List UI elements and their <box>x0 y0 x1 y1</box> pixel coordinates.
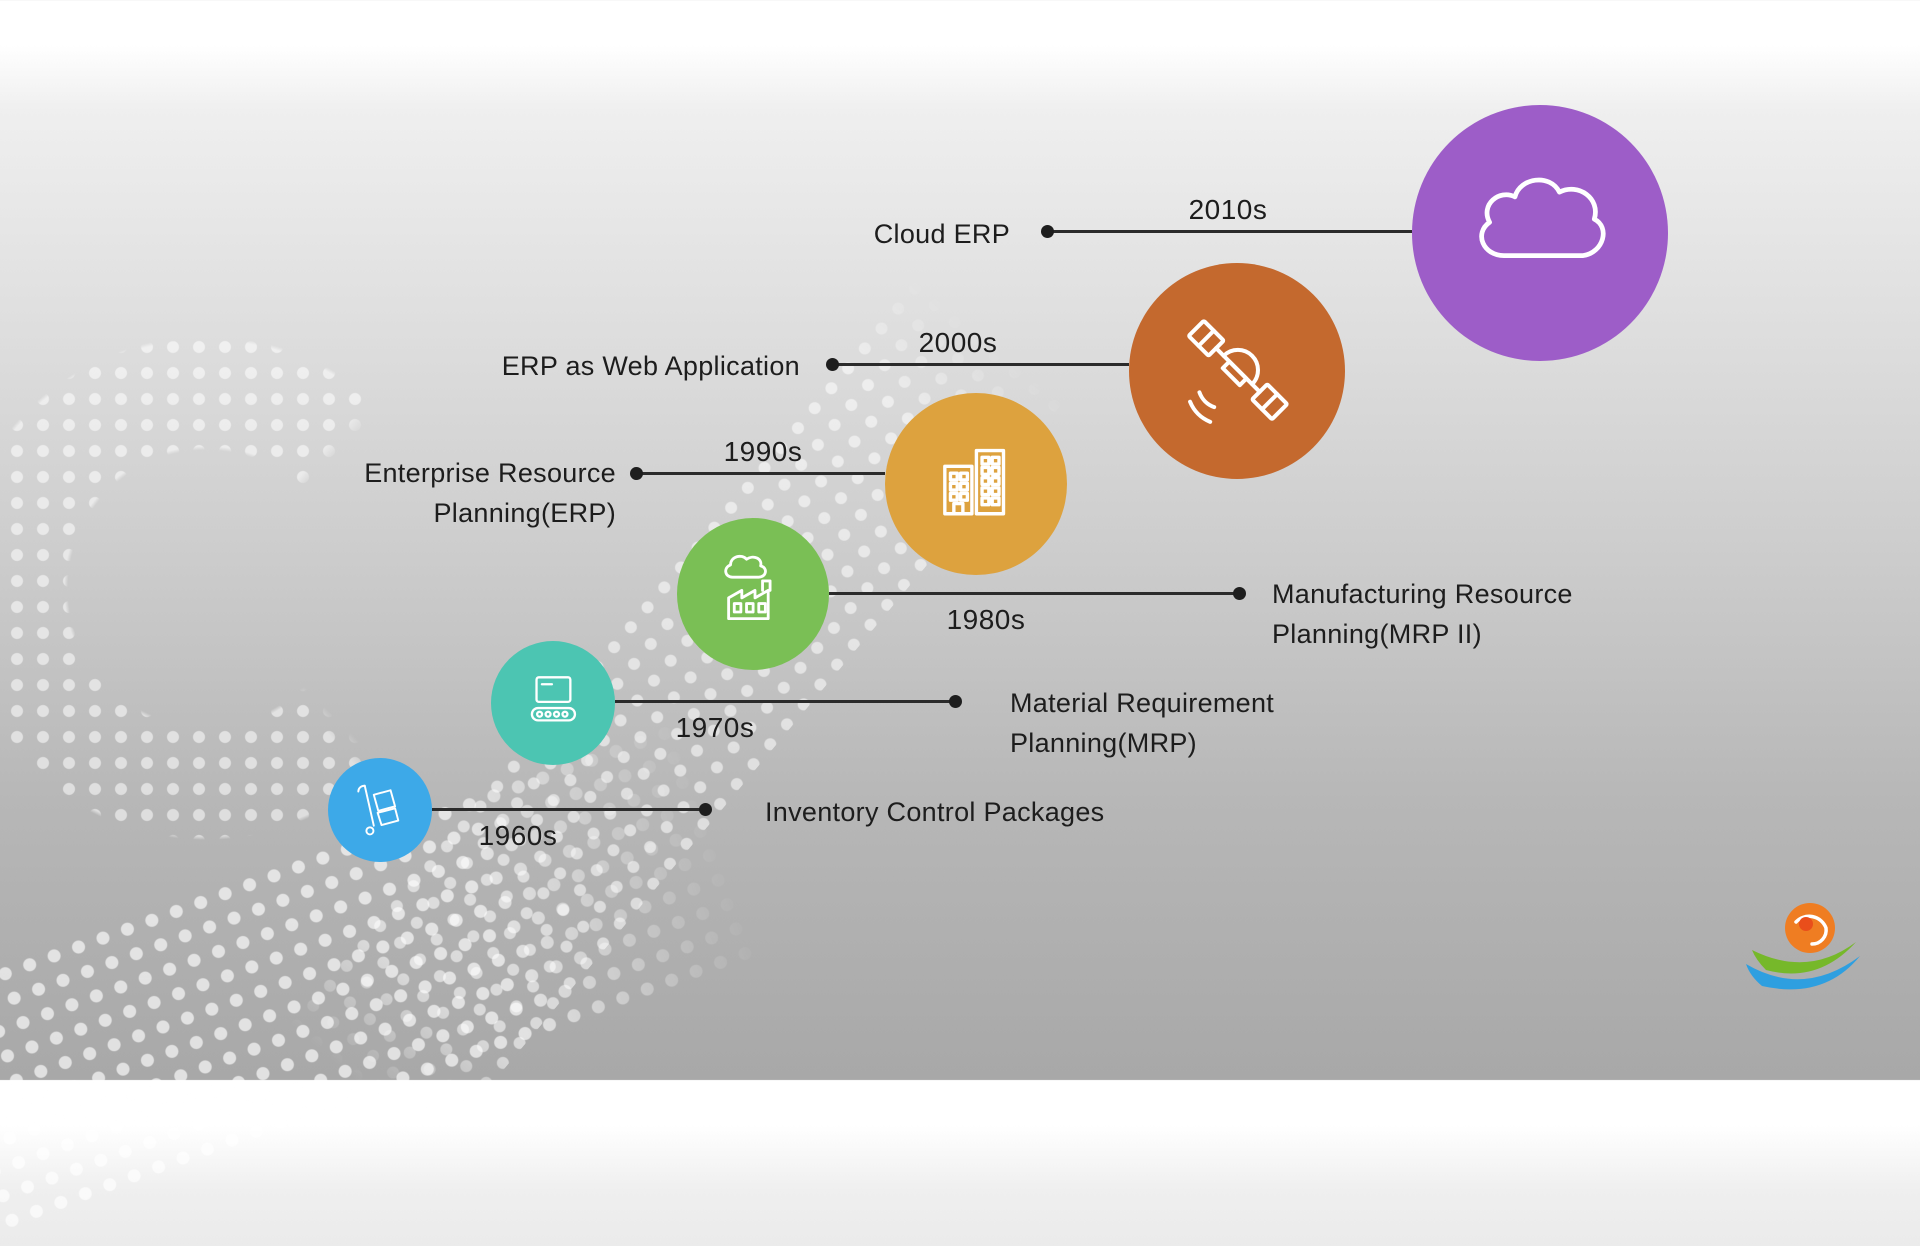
milestone-label-1990s: Enterprise Resource Planning(ERP) <box>364 458 616 528</box>
timeline-dot-1970s <box>949 695 962 708</box>
timeline-circle-1970s <box>491 641 615 765</box>
factory-icon <box>724 554 772 620</box>
logo-wave-arc <box>1746 956 1860 990</box>
timeline-line-1980s <box>829 592 1240 595</box>
decade-label-1960s: 1960s <box>478 820 558 851</box>
timeline-dot-1980s <box>1233 587 1246 600</box>
timeline-dot-2000s <box>826 358 839 371</box>
decade-label-2000s: 2000s <box>918 327 998 358</box>
logo-leaf-arc <box>1752 942 1856 974</box>
timeline-line-1970s <box>615 700 956 703</box>
conveyor-machine-icon <box>530 675 576 722</box>
satellite-icon <box>1187 319 1289 424</box>
decade-label-1980s: 1980s <box>946 604 1026 635</box>
milestone-label-1960s: Inventory Control Packages <box>765 797 1105 827</box>
milestone-label-2010s: Cloud ERP <box>873 219 1010 249</box>
milestone-label-2000s: ERP as Web Application <box>501 351 800 381</box>
logo-sphere-core <box>1799 917 1813 931</box>
timeline-dot-1960s <box>699 803 712 816</box>
hand-truck-icon <box>357 784 400 836</box>
timeline-circle-1960s <box>328 758 432 862</box>
logo-sphere-swirl <box>1794 914 1828 946</box>
decade-label-1970s: 1970s <box>675 712 755 743</box>
timeline-circle-2000s <box>1129 263 1345 479</box>
decade-label-2010s: 2010s <box>1188 194 1268 225</box>
timeline-line-1990s <box>637 472 885 475</box>
milestone-label-1980s: Manufacturing Resource Planning(MRP II) <box>1272 579 1573 649</box>
timeline-circle-1990s <box>885 393 1067 575</box>
office-buildings-icon <box>942 448 1005 516</box>
brand-logo <box>1746 903 1860 990</box>
timeline-circle-1980s <box>677 518 829 670</box>
milestone-label-1970s: Material Requirement Planning(MRP) <box>1010 688 1275 758</box>
decade-label-1990s: 1990s <box>723 436 803 467</box>
timeline-line-2000s <box>833 363 1129 366</box>
timeline-dot-1990s <box>630 467 643 480</box>
cloud-icon <box>1478 177 1606 258</box>
timeline-line-1960s <box>432 808 706 811</box>
timeline-dot-2010s <box>1041 225 1054 238</box>
timeline-circle-2010s <box>1412 105 1668 361</box>
timeline-line-2010s <box>1048 230 1412 233</box>
